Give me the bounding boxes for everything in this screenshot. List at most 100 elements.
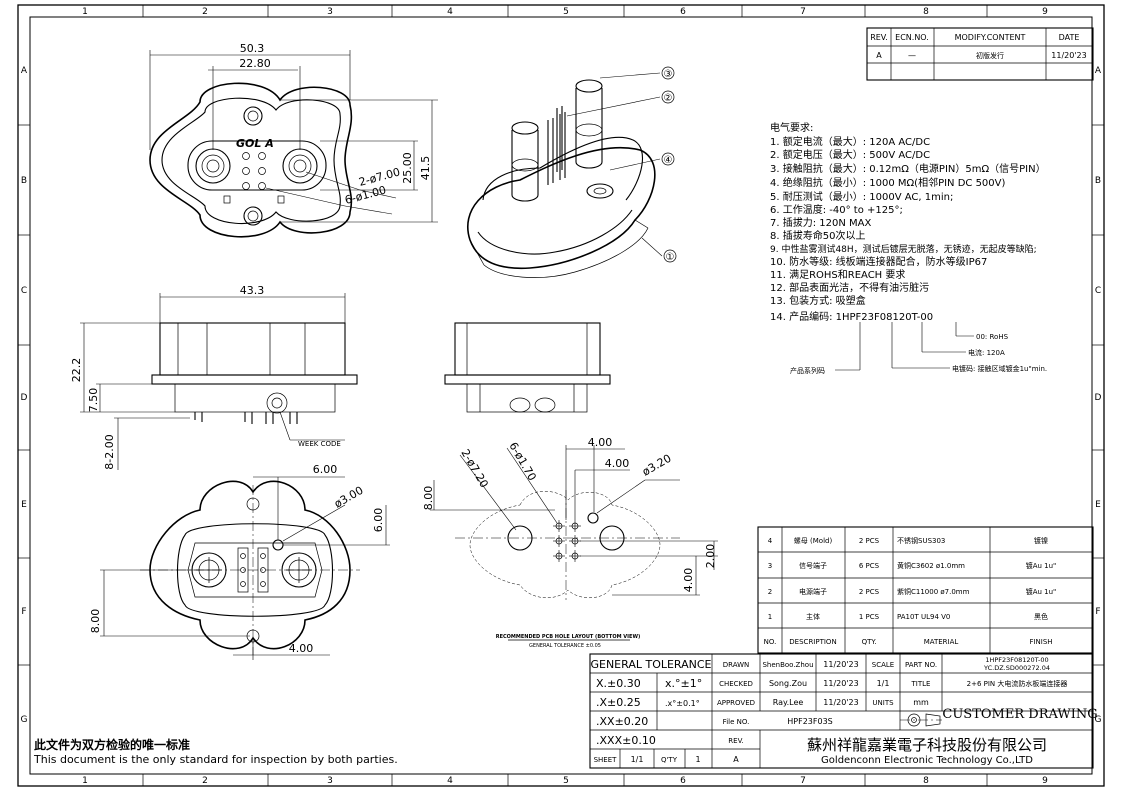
bom-finish: 黑色 [1034, 612, 1048, 621]
front-logo: GOL A [236, 137, 274, 150]
electrical-item: 14. 产品编码: 1HPF23F08120T-00 [770, 310, 933, 323]
bom-material: 紫铜C11000 ø7.0mm [897, 587, 970, 596]
title-label: TITLE [911, 680, 931, 688]
electrical-item: 7. 插拔力: 120N MAX [770, 216, 871, 229]
code-note-plating: 电镀码: 接触区域镀金1u"min. [952, 364, 1047, 373]
rev-label: REV. [728, 737, 743, 745]
front-view: GOL A 50.3 22.80 25.00 41.5 2-ø7.00 6-ø1… [149, 42, 438, 238]
approved-date: 11/20'23 [823, 698, 858, 707]
callout-2: ② [664, 93, 673, 104]
col-number-bottom: 2 [202, 776, 208, 786]
row-letter-left: E [21, 500, 27, 510]
dim-side-pcb-pins: 8-2.00 [103, 434, 116, 469]
week-code-label: WEEK CODE [298, 440, 341, 448]
col-number-bottom: 3 [327, 776, 333, 786]
dim-bottom-left: 8.00 [89, 609, 102, 634]
col-number-bottom: 6 [680, 776, 686, 786]
checked-name: Song.Zou [769, 679, 807, 688]
bom-desc: 电源端子 [799, 587, 827, 596]
electrical-requirements: 电气要求: 1. 额定电流（最大）: 120A AC/DC 2. 额定电压（最大… [770, 121, 1046, 323]
dim-pcb-power-hole: 2-ø7.20 [458, 447, 490, 490]
electrical-item: 9. 中性盐雾测试48H，测试后镀层无脱落，无锈迹，无起皮等缺陷; [770, 243, 1037, 255]
bom-qty: 2 PCS [859, 537, 880, 545]
pcb-caption-2: GENERAL TOLERANCE ±0.05 [529, 643, 601, 649]
isometric-view: ③ ② ④ ① [467, 66, 677, 278]
code-note-current: 电流: 120A [968, 348, 1005, 357]
footer-cn: 此文件为双方检验的唯一标准 [34, 737, 190, 752]
units-value: mm [913, 698, 929, 707]
checked-label: CHECKED [719, 680, 753, 688]
col-number-bottom: 8 [923, 776, 929, 786]
row-letter-left: F [21, 607, 26, 617]
title-block: GENERAL TOLERANCE X.±0.30 x.°±1° .X±0.25… [589, 653, 1098, 769]
row-letter-left: D [21, 393, 28, 403]
col-number-bottom: 5 [563, 776, 569, 786]
electrical-item: 6. 工作温度: -40° to +125°; [770, 203, 903, 216]
company-en: Goldenconn Electronic Technology Co.,LTD [821, 755, 1033, 766]
bom-finish: 镀Au 1u" [1026, 587, 1057, 596]
dim-bottom-hole: ø3.00 [332, 484, 366, 511]
col-number-bottom: 4 [447, 776, 453, 786]
drawn-date: 11/20'23 [823, 660, 858, 669]
dim-pcb-col-offset: 4.00 [682, 568, 695, 593]
footer-en: This document is the only standard for i… [33, 753, 398, 766]
col-number-bottom: 7 [800, 776, 806, 786]
drawn-label: DRAWN [723, 661, 750, 669]
bom-table: 4 螺母 (Mold) 2 PCS 不锈钢SUS303 镀镍 3 信号端子 6 … [757, 526, 1094, 654]
checked-date: 11/20'23 [823, 679, 858, 688]
row-letter-right: F [1095, 607, 1100, 617]
dim-width-inner: 22.80 [239, 57, 271, 70]
sheet-label: SHEET [594, 756, 618, 764]
electrical-item: 13. 包装方式: 吸塑盒 [770, 294, 866, 307]
row-letter-left: C [21, 286, 27, 296]
col-number-top: 5 [563, 7, 569, 17]
callout-4: ④ [664, 155, 673, 166]
approved-label: APPROVED [717, 699, 755, 707]
bom-finish: 镀Au 1u" [1026, 561, 1057, 570]
ecn-header: ECN.NO. [895, 33, 929, 42]
qty-label: Q'TY [661, 756, 678, 764]
col-number-top: 4 [447, 7, 453, 17]
file-no: HPF23F03S [787, 717, 832, 726]
rev-value-tb: A [733, 755, 739, 764]
pcb-signal-holes [553, 520, 581, 562]
dim-height-inner: 25.00 [401, 152, 414, 184]
footer-notes: 此文件为双方检验的唯一标准 This document is the only … [33, 737, 398, 766]
electrical-item: 8. 插拔寿命50次以上 [770, 229, 865, 242]
callout-3: ③ [664, 69, 673, 80]
row-letter-right: B [1095, 176, 1101, 186]
tol-row-4a: .XXX±0.10 [596, 734, 656, 747]
bottom-view: 6.00 ø3.00 6.00 8.00 4.00 [89, 463, 390, 660]
rev-value: A [876, 51, 882, 60]
bom-qty: 2 PCS [859, 588, 880, 596]
revision-table: REV. ECN.NO. MODIFY.CONTENT DATE A — 初版发… [866, 27, 1094, 81]
bom-desc: 主体 [806, 612, 820, 621]
drawing-frame [17, 4, 1105, 787]
col-number-top: 6 [680, 7, 686, 17]
bom-no: 4 [768, 537, 773, 545]
electrical-item: 4. 绝缘阻抗（最小）: 1000 MΩ(相邻PIN DC 500V) [770, 176, 1005, 189]
side-view-right [444, 322, 611, 413]
tol-heading: GENERAL TOLERANCE [590, 658, 711, 671]
electrical-item: 11. 满足ROHS和REACH 要求 [770, 269, 905, 281]
row-letter-right: A [1095, 66, 1102, 76]
dim-pcb-offset: 8.00 [422, 486, 435, 511]
bom-no: 3 [768, 562, 772, 570]
bom-header-desc: DESCRIPTION [789, 638, 836, 646]
modify-value: 初版发行 [976, 51, 1004, 60]
qty-value: 1 [695, 755, 700, 764]
approved-name: Ray.Lee [773, 698, 804, 707]
tol-row-2b: .x°±0.1° [665, 699, 700, 708]
modify-header: MODIFY.CONTENT [955, 33, 1026, 42]
part-no-2: YC.DZ.SD000272.04 [983, 664, 1050, 672]
col-number-bottom: 9 [1042, 776, 1048, 786]
dim-pcb-pitch-b: 4.00 [605, 457, 630, 470]
row-letter-right: D [1095, 393, 1102, 403]
row-letter-right: G [1095, 715, 1102, 725]
units-label: UNITS [872, 699, 894, 707]
code-note-series: 产品系列码 [790, 366, 825, 375]
date-header: DATE [1059, 33, 1080, 42]
drawn-name: ShenBoo.Zhou [762, 661, 813, 669]
row-letter-right: C [1095, 286, 1101, 296]
